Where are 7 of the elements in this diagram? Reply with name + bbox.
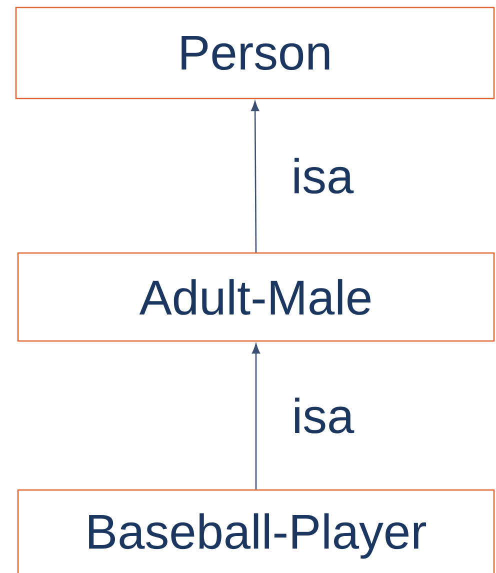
class-box: Person [15, 6, 495, 100]
edge-label: isa [294, 158, 354, 194]
arrow [252, 344, 260, 490]
class-box: Baseball-Player [17, 489, 495, 573]
edge-label: isa [295, 398, 354, 434]
class-box: Adult-Male [17, 252, 495, 342]
arrow [251, 101, 260, 252]
